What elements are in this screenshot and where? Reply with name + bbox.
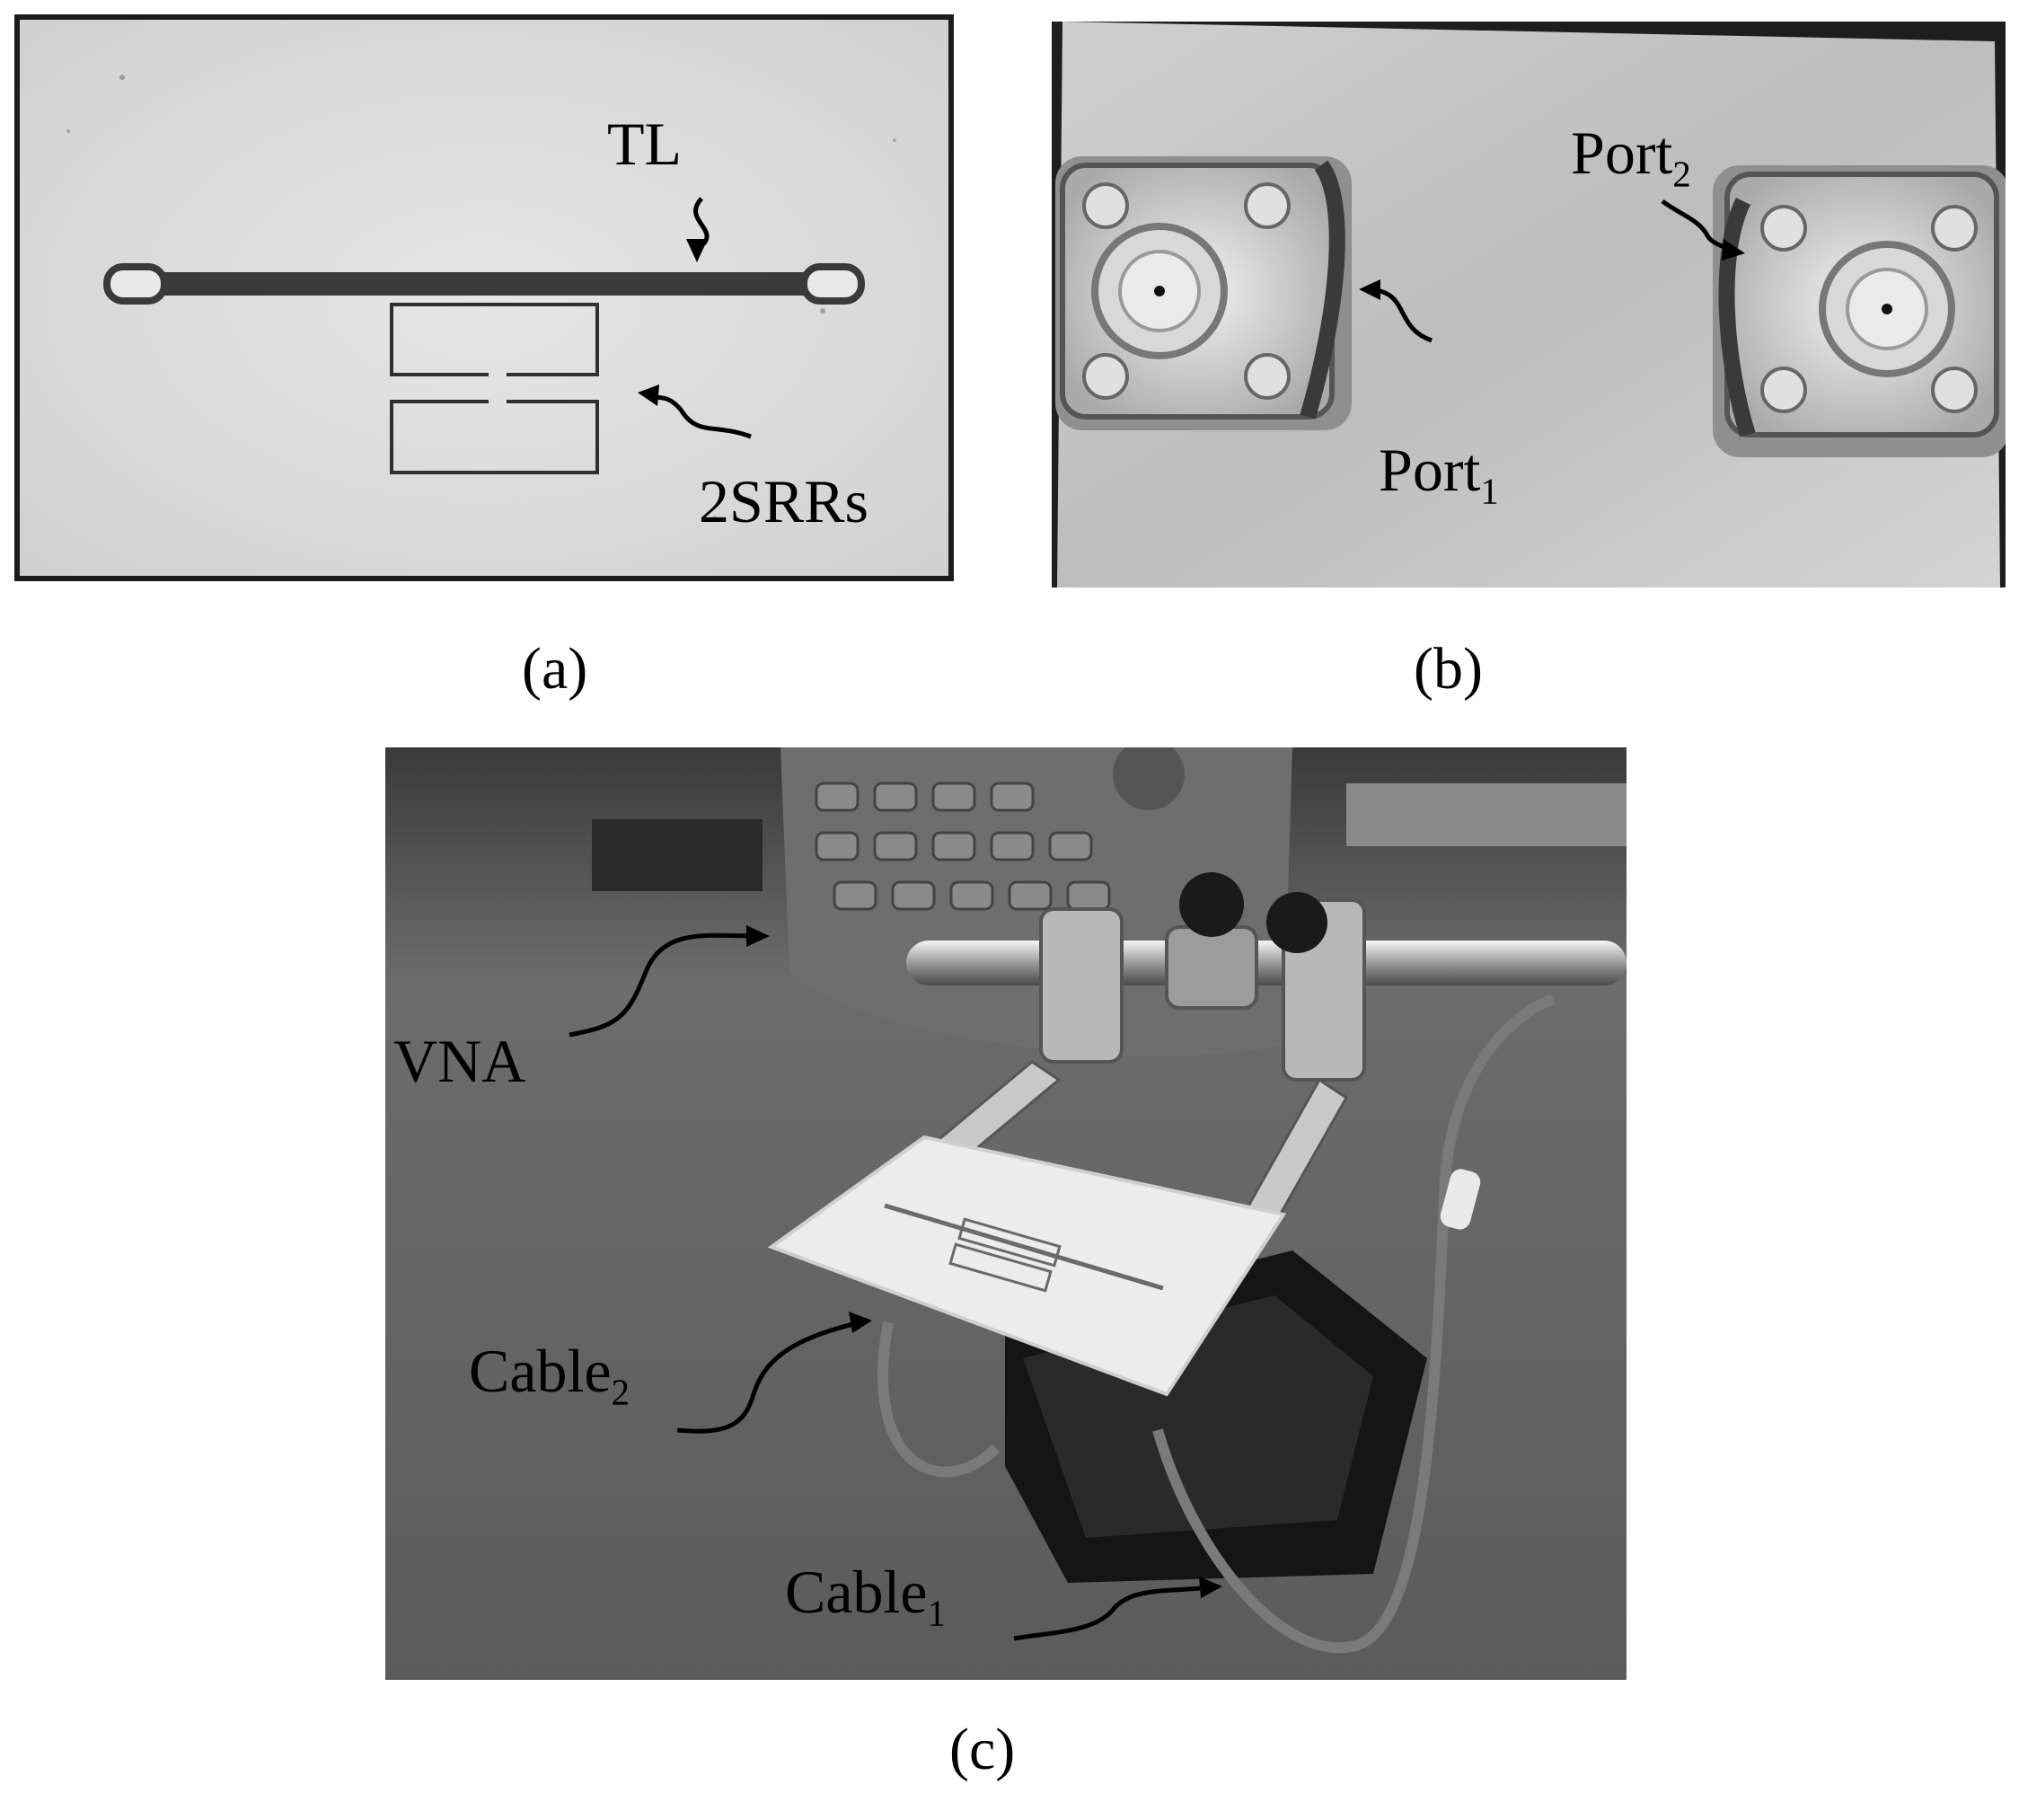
- srr-upper: [390, 303, 599, 376]
- label-port2: Port2: [1571, 122, 1691, 192]
- label-port1-subscript: 1: [1480, 471, 1499, 512]
- label-port1: Port1: [1379, 439, 1499, 509]
- panel-b-ground-plane-image: [1055, 22, 2006, 588]
- label-port1-text: Port: [1379, 436, 1481, 504]
- panel-a-photo: TL 2SRRs: [14, 14, 954, 581]
- holder-rod: [906, 941, 1627, 985]
- caption-a: (a): [522, 636, 588, 702]
- panel-c-photo: VNA Cable2 Cable1: [385, 747, 1627, 1680]
- sma-connector-1: [1055, 156, 1352, 430]
- cable-2: [877, 1321, 1001, 1478]
- panel-b-photo: Port1 Port2: [1052, 22, 2006, 588]
- label-port2-subscript: 2: [1672, 154, 1691, 195]
- panel-a-pcb-image: [20, 20, 948, 576]
- sma-connector-2: [1713, 165, 2006, 457]
- cable1-arrow: [1013, 1585, 1212, 1641]
- label-2srrs: 2SRRs: [699, 467, 868, 535]
- label-cable2-text: Cable: [469, 1337, 612, 1405]
- label-vna: VNA: [393, 1027, 526, 1095]
- transmission-line: [113, 272, 859, 296]
- solder-pad-right: [800, 263, 865, 305]
- cable2-arrow: [676, 1320, 862, 1434]
- srr-lower: [390, 400, 599, 474]
- caption-b: (b): [1414, 636, 1483, 702]
- solder-pad-left: [103, 263, 168, 305]
- label-tl: TL: [607, 110, 683, 178]
- label-cable1-subscript: 1: [927, 1593, 947, 1634]
- label-cable1-text: Cable: [785, 1558, 928, 1626]
- label-cable2: Cable2: [469, 1340, 630, 1410]
- caption-c: (c): [949, 1717, 1016, 1782]
- pcb-substrate: [20, 20, 948, 576]
- cable-1: [1152, 994, 1556, 1653]
- panel-c-setup-image: [385, 747, 1627, 1680]
- label-port2-text: Port: [1571, 119, 1673, 187]
- label-cable1: Cable1: [785, 1561, 946, 1631]
- vna-arrow: [569, 932, 759, 1038]
- label-cable2-subscript: 2: [611, 1372, 630, 1413]
